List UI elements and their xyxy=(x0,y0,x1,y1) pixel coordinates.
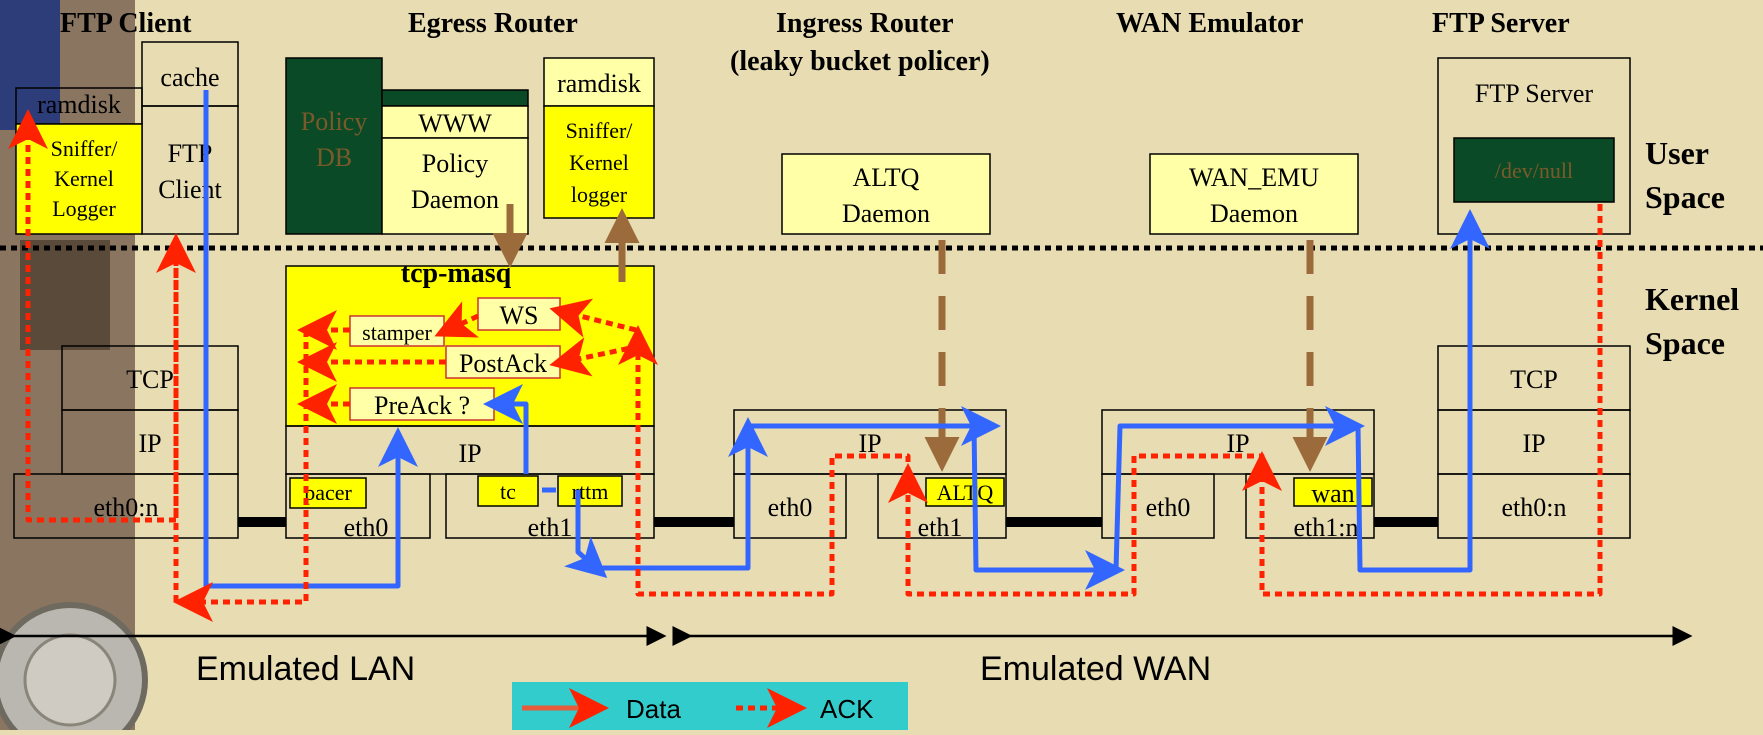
egress-sniffer-label-1: Sniffer/ xyxy=(566,118,634,143)
ingress-eth1-label: eth1 xyxy=(918,513,963,542)
legend: Data ACK xyxy=(512,682,908,730)
label-kernel: Kernel xyxy=(1645,281,1739,317)
wan-emu-daemon-label-1: WAN_EMU xyxy=(1189,163,1319,192)
egress-ip-label: IP xyxy=(458,439,481,468)
policy-db-label-2: DB xyxy=(316,143,352,172)
label-user: User xyxy=(1645,135,1709,171)
header-ingress-subtitle: (leaky bucket policer) xyxy=(730,46,990,77)
client-sniffer-label-1: Sniffer/ xyxy=(51,136,119,161)
altq-daemon-label-2: Daemon xyxy=(842,199,930,228)
data-path xyxy=(203,90,1490,590)
devnull-box xyxy=(1453,137,1615,203)
egress-sniffer-box xyxy=(543,105,655,219)
rttm-box xyxy=(557,475,623,507)
wan-label: wan xyxy=(1311,479,1354,508)
client-eth-label: eth0:n xyxy=(94,493,159,522)
egress-ramdisk-label: ramdisk xyxy=(557,69,641,98)
server-ftp-label: FTP Server xyxy=(1475,79,1594,108)
wan-eth0-box xyxy=(1101,473,1215,539)
header-ingress-router: Ingress Router xyxy=(776,8,954,39)
policy-db-box xyxy=(285,57,383,235)
ingress-ip-label: IP xyxy=(858,429,881,458)
legend-data-label: Data xyxy=(626,694,681,724)
client-sniffer-label-3: Logger xyxy=(52,196,116,221)
wan-eth1-label: eth1:n xyxy=(1294,513,1359,542)
wan-ip-box xyxy=(1101,409,1375,475)
header-wan-emulator: WAN Emulator xyxy=(1116,8,1303,39)
pacer-label: pacer xyxy=(304,480,352,505)
wan-emu-daemon-label-2: Daemon xyxy=(1210,199,1298,228)
client-cache-label: cache xyxy=(160,63,219,92)
tcp-masq-label: tcp-masq xyxy=(401,258,512,289)
server-tcp-label: TCP xyxy=(1510,365,1558,394)
egress-eth1-box xyxy=(445,473,655,539)
egress-sniffer-label-3: logger xyxy=(571,182,628,207)
preack-label: PreAck ? xyxy=(374,391,470,420)
devnull-label: /dev/null xyxy=(1495,158,1573,183)
ingress-eth1-box xyxy=(877,473,1007,539)
ws-label: WS xyxy=(500,301,539,330)
legend-ack-label: ACK xyxy=(820,694,874,724)
ack-path xyxy=(8,109,1603,622)
postack-label: PostAck xyxy=(459,349,547,378)
www-label: WWW xyxy=(418,109,492,138)
wan-emulator-stack: WAN_EMU Daemon IP eth0 eth1:n wan xyxy=(1101,153,1375,542)
stamper-label: stamper xyxy=(362,320,432,345)
client-tcp-label: TCP xyxy=(126,365,174,394)
wan-emu-daemon-box xyxy=(1149,153,1359,235)
server-eth-box xyxy=(1437,473,1631,539)
egress-sniffer-label-2: Kernel xyxy=(569,150,629,175)
ingress-router-stack: ALTQ Daemon IP eth0 eth1 ALTQ xyxy=(733,153,1007,542)
client-ip-label: IP xyxy=(138,429,161,458)
ingress-eth0-label: eth0 xyxy=(768,493,813,522)
emulated-lan-label: Emulated LAN xyxy=(196,650,415,688)
client-ramdisk-label: ramdisk xyxy=(37,90,121,119)
ws-box xyxy=(477,297,561,331)
wan-eth1-box xyxy=(1245,473,1375,539)
label-user-space: Space xyxy=(1645,179,1725,215)
header-ftp-server: FTP Server xyxy=(1432,8,1570,39)
egress-eth0-label: eth0 xyxy=(344,513,389,542)
altq-daemon-box xyxy=(781,153,991,235)
ingress-eth0-box xyxy=(733,473,847,539)
altq-daemon-label-1: ALTQ xyxy=(853,163,920,192)
emulated-wan-label: Emulated WAN xyxy=(980,650,1211,688)
policy-daemon-label-1: Policy xyxy=(422,149,488,178)
egress-eth0-box xyxy=(285,473,431,539)
egress-eth1-label: eth1 xyxy=(528,513,573,542)
policy-db-label-1: Policy xyxy=(301,107,367,136)
ftp-client-stack: ramdisk cache FTP Client Sniffer/ Kernel… xyxy=(13,41,239,539)
ftp-server-stack: FTP Server /dev/null TCP IP eth0:n xyxy=(1437,57,1631,539)
altq-box xyxy=(925,477,1005,507)
daemon-control-arrows xyxy=(492,204,1328,472)
egress-ramdisk-box xyxy=(543,57,655,107)
wan-eth0-label: eth0 xyxy=(1146,493,1191,522)
client-eth-box xyxy=(13,473,239,539)
policy-daemon-label-2: Daemon xyxy=(411,185,499,214)
header-egress-router: Egress Router xyxy=(408,8,578,39)
tc-label: tc xyxy=(500,479,516,504)
server-ip-label: IP xyxy=(1522,429,1545,458)
client-ftp-label-2: Client xyxy=(158,175,222,204)
tc-box xyxy=(477,475,539,507)
label-kernel-space: Space xyxy=(1645,325,1725,361)
policy-daemon-box xyxy=(381,137,529,235)
server-ftp-box xyxy=(1437,57,1631,235)
altq-label: ALTQ xyxy=(937,480,994,505)
wan-ip-label: IP xyxy=(1226,429,1249,458)
server-eth-label: eth0:n xyxy=(1502,493,1567,522)
pacer-box xyxy=(289,477,367,509)
header-ftp-client: FTP Client xyxy=(60,8,192,39)
stamper-box xyxy=(349,315,445,347)
client-ftp-box xyxy=(141,105,239,235)
egress-router-stack: Policy DB WWW Policy Daemon ramdisk Snif… xyxy=(285,57,655,542)
client-sniffer-label-2: Kernel xyxy=(54,166,114,191)
policy-daemon-cap xyxy=(381,89,529,107)
